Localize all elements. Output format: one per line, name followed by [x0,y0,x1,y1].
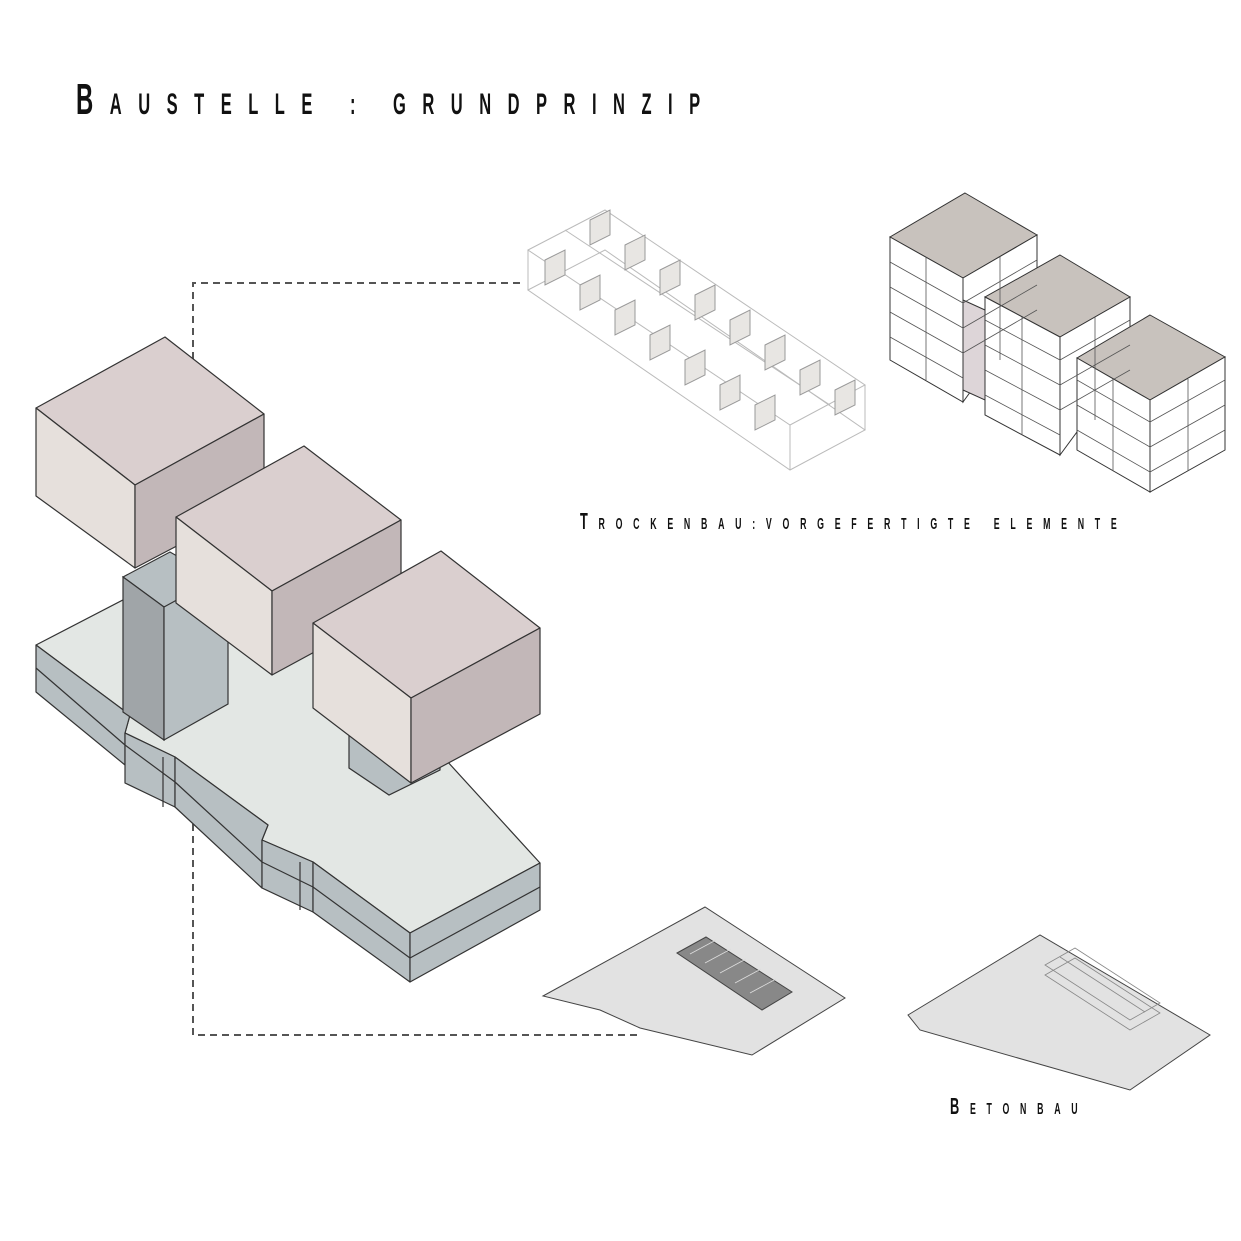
module-box-3 [312,550,541,784]
module-box-1 [35,336,265,569]
dashed-leader-lines [192,282,642,1036]
modular-building-drawing [888,192,1227,493]
trockenbau-label: Trockenbau:vorgefertigte elemente [580,508,1128,534]
site-plan-excavation [541,906,846,1056]
module-box-2 [175,445,402,676]
page-title: Baustelle : Grundprinzip [76,76,717,124]
site-plan-foundation [907,934,1211,1091]
prefab-frame-drawing [527,209,866,471]
betonbau-label: Betonbau [950,1093,1089,1119]
